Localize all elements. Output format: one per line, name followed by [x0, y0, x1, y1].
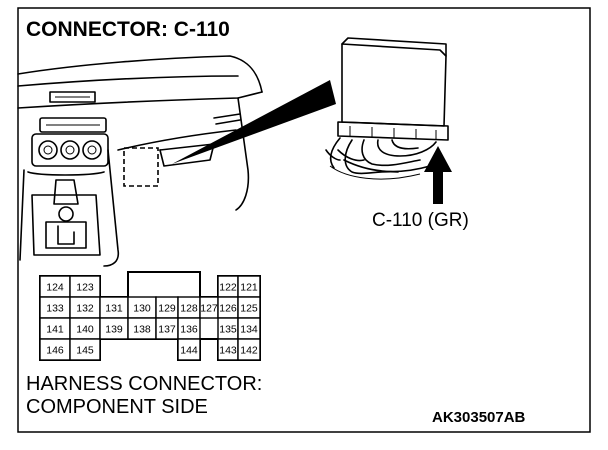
- pin-cell-145: [69, 338, 101, 361]
- pin-label-124: 124: [46, 282, 64, 294]
- diagram-title: CONNECTOR: C-110: [26, 18, 230, 41]
- footer-line2: COMPONENT SIDE: [26, 396, 208, 418]
- pin-label-139: 139: [105, 324, 123, 336]
- pin-cell-144: [177, 338, 201, 361]
- pointer-wedge: [172, 80, 336, 164]
- connector-module-illustration: [325, 37, 449, 180]
- footer-line1: HARNESS CONNECTOR:: [26, 373, 262, 395]
- pin-label-136: 136: [180, 324, 198, 336]
- pin-label-143: 143: [219, 345, 237, 357]
- pin-label-145: 145: [76, 345, 94, 357]
- pin-label-137: 137: [158, 324, 176, 336]
- pin-label-130: 130: [133, 303, 151, 315]
- connector-callout: C-110 (GR): [372, 210, 469, 231]
- figure-code: AK303507AB: [432, 409, 526, 426]
- pin-label-133: 133: [46, 303, 64, 315]
- pin-label-134: 134: [240, 324, 258, 336]
- pin-label-144: 144: [180, 345, 198, 357]
- pin-label-121: 121: [240, 282, 258, 294]
- pin-label-128: 128: [180, 303, 198, 315]
- pin-label-131: 131: [105, 303, 123, 315]
- pin-cell-142: [237, 338, 261, 361]
- pin-label-142: 142: [240, 345, 258, 357]
- pin-label-126: 126: [219, 303, 237, 315]
- pin-label-122: 122: [219, 282, 237, 294]
- connector-location-marker: [123, 147, 159, 187]
- pin-label-141: 141: [46, 324, 64, 336]
- pin-label-138: 138: [133, 324, 151, 336]
- pin-label-140: 140: [76, 324, 94, 336]
- pin-label-129: 129: [158, 303, 176, 315]
- pin-label-132: 132: [76, 303, 94, 315]
- arrow-up-icon: [424, 146, 452, 204]
- pin-label-127: 127: [200, 303, 218, 315]
- pin-label-135: 135: [219, 324, 237, 336]
- pin-label-125: 125: [240, 303, 258, 315]
- pin-label-146: 146: [46, 345, 64, 357]
- pin-label-123: 123: [76, 282, 94, 294]
- dashboard-illustration: [17, 55, 336, 267]
- diagram-frame: [17, 7, 591, 433]
